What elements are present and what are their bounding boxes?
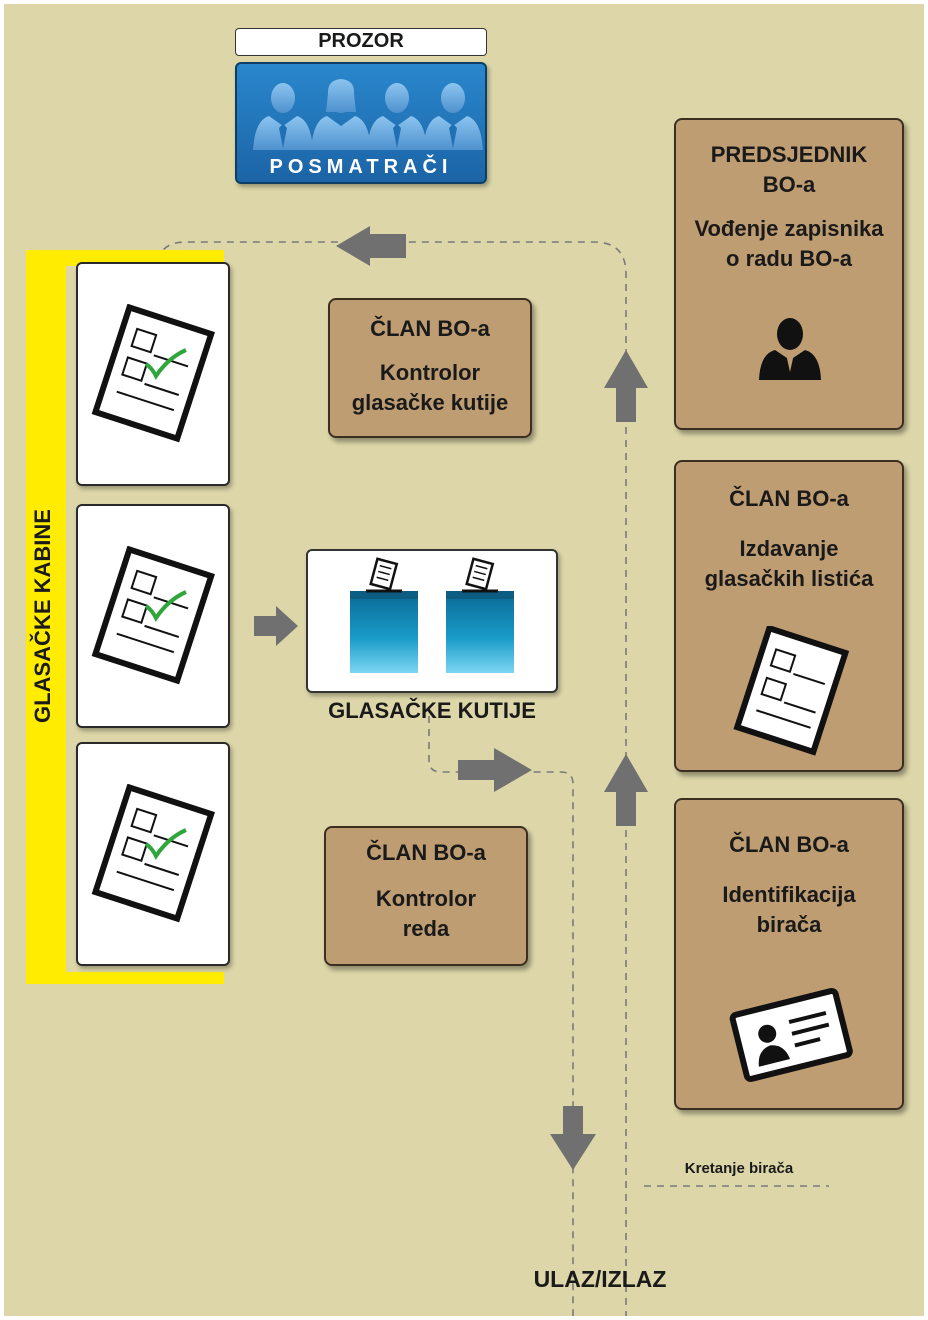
role-duty-line2: o radu BO-a — [726, 246, 852, 271]
role-duty-line2: glasačkih listića — [704, 566, 874, 591]
voting-booth-3 — [76, 742, 230, 966]
arrow-right-1 — [254, 606, 298, 646]
role-duty-line2: glasačke kutije — [351, 390, 509, 415]
role-title: ČLAN BO-a — [729, 832, 849, 857]
role-ballot-issuer: ČLAN BO-a Izdavanje glasačkih listića — [674, 460, 904, 772]
observers-people-icon — [253, 79, 483, 150]
legend-label: Kretanje birača — [684, 1160, 794, 1177]
role-duty-line1: Vođenje zapisnika — [694, 216, 884, 241]
checked-ballot-icon — [91, 784, 215, 923]
role-duty-line1: Kontrolor — [375, 886, 477, 911]
role-title: PREDSJEDNIK — [710, 142, 868, 167]
arrow-left — [336, 226, 406, 266]
polling-station-diagram: PROZOR POSMATRAČI GLAS — [4, 4, 924, 1316]
arrow-up-1 — [604, 350, 648, 422]
arrow-up-2 — [604, 754, 648, 826]
person-icon — [759, 318, 821, 380]
observers-label: POSMATRAČI — [269, 156, 453, 178]
role-order-controller: ČLAN BO-a Kontrolor reda — [324, 826, 528, 966]
arrow-right-2 — [458, 748, 532, 792]
role-duty-line1: Identifikacija — [722, 882, 856, 907]
observers-panel: POSMATRAČI — [235, 62, 487, 184]
checked-ballot-icon — [91, 546, 215, 685]
role-duty-line1: Kontrolor — [379, 360, 481, 385]
role-box-controller: ČLAN BO-a Kontrolor glasačke kutije — [328, 298, 532, 438]
role-title-line2: BO-a — [762, 172, 816, 197]
ballot-box-icon — [350, 557, 514, 673]
voting-booth-2 — [76, 504, 230, 728]
voter-path-exit — [428, 716, 574, 1316]
ballot-boxes-label: GLASAČKE KUTIJE — [328, 698, 536, 723]
role-duty-line1: Izdavanje — [739, 536, 839, 561]
role-duty-line2: reda — [402, 916, 450, 941]
window-label: PROZOR — [318, 30, 404, 52]
role-title: ČLAN BO-a — [370, 316, 490, 341]
checked-ballot-icon — [91, 304, 215, 443]
ballot-icon — [733, 626, 850, 756]
role-identification: ČLAN BO-a Identifikacija birača — [674, 798, 904, 1110]
arrow-down — [550, 1106, 596, 1170]
role-president: PREDSJEDNIK BO-a Vođenje zapisnika o rad… — [674, 118, 904, 430]
id-card-icon — [729, 987, 853, 1082]
window-label-box: PROZOR — [235, 28, 487, 56]
role-duty-line2: birača — [756, 912, 822, 937]
role-title: ČLAN BO-a — [729, 486, 849, 511]
voting-booth-1 — [76, 262, 230, 486]
role-title: ČLAN BO-a — [366, 840, 486, 865]
ballot-boxes-panel — [306, 549, 558, 693]
entrance-label: ULAZ/IZLAZ — [533, 1266, 667, 1292]
booths-label: GLASAČKE KABINE — [30, 509, 55, 723]
